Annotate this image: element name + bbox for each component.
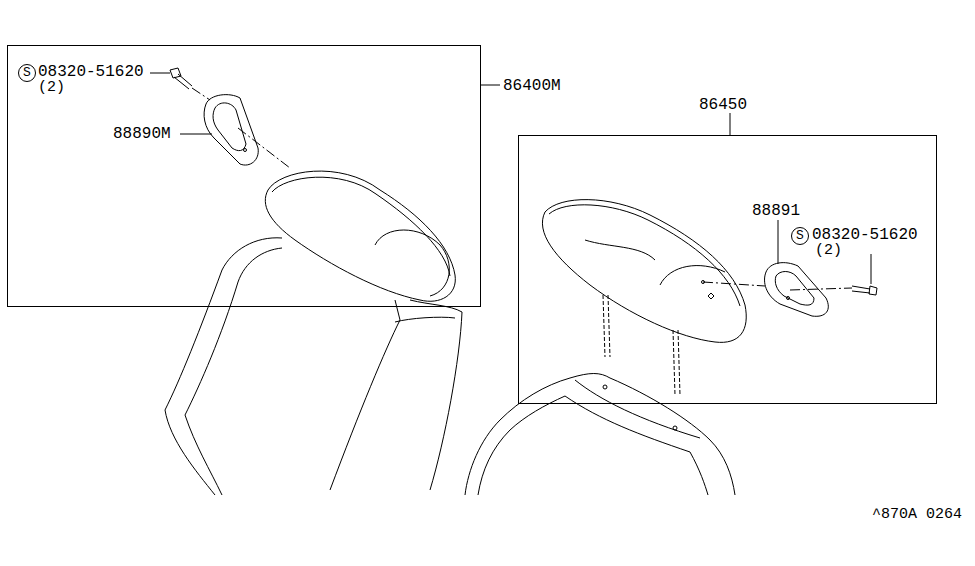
leader-line <box>150 73 170 74</box>
part-number: 08320-51620 <box>38 64 144 80</box>
headrest-bezel <box>765 263 829 317</box>
bolt <box>852 286 877 295</box>
diagram-code: ^870A 0264 <box>872 507 962 523</box>
assembly-box: 86400M <box>7 45 481 307</box>
part-number: 86450 <box>699 96 747 114</box>
leader-line <box>730 113 731 135</box>
standard-part-symbol: S <box>18 64 36 82</box>
leader-line <box>778 220 779 264</box>
part-number: 88891 <box>752 203 800 219</box>
assembly-line <box>192 88 290 168</box>
quantity: (2) <box>38 80 65 96</box>
headrest <box>542 200 746 395</box>
standard-part-symbol: S <box>791 227 809 245</box>
quantity: (2) <box>815 243 842 259</box>
part-number: 88890M <box>113 126 171 142</box>
seat-back <box>165 238 462 495</box>
leader-line <box>871 254 872 284</box>
part-number: 86400M <box>503 77 561 95</box>
bolt <box>170 68 192 89</box>
assembly-box: 86450 <box>518 135 937 404</box>
leader-line <box>481 85 500 86</box>
headrest <box>265 171 455 301</box>
part-number: 08320-51620 <box>812 227 918 243</box>
seat-back <box>465 374 735 496</box>
leader-line <box>180 134 212 135</box>
headrest-bezel <box>204 95 258 165</box>
